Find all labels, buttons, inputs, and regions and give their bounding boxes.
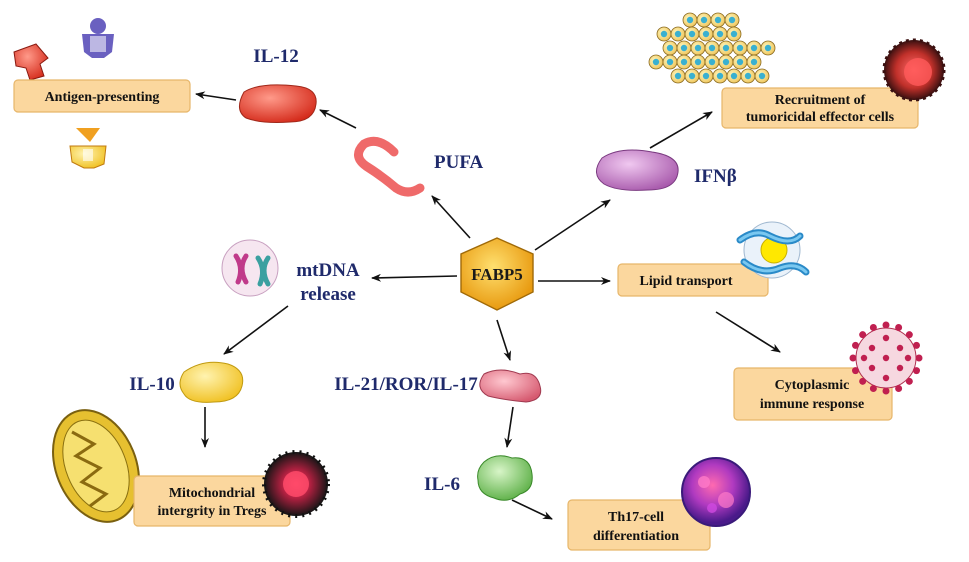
arrow-ifnb-to-recruitment xyxy=(649,111,713,149)
lipid-transport-text: Lipid transport xyxy=(640,274,733,289)
mtdna-chromosome-icon xyxy=(221,239,279,297)
ifnb-label: IFNβ xyxy=(694,166,737,187)
arrows xyxy=(195,91,781,520)
il6-label: IL-6 xyxy=(424,474,460,495)
fabp5-hexagon xyxy=(460,237,534,311)
cytoplasmic-text-line1: Cytoplasmic xyxy=(775,378,850,393)
arrow-il6-to-th17 xyxy=(511,499,553,520)
lipid-transport-box xyxy=(617,263,769,297)
pufa-label: PUFA xyxy=(434,152,484,173)
antigen-receptor-purple-icon xyxy=(82,18,114,58)
arrow-il21-to-il6 xyxy=(504,406,514,448)
arrow-mtdna-to-il10 xyxy=(223,305,289,355)
il21-cytokine-blob xyxy=(479,369,542,403)
il12-label: IL-12 xyxy=(253,46,298,67)
mtdna-label-line1: mtDNA xyxy=(296,260,360,281)
arrow-il12-to-antigen xyxy=(195,91,237,101)
treg-cell-icon xyxy=(262,450,330,518)
mtdna-label-line2: release xyxy=(300,284,356,305)
tumor-cell-red-icon xyxy=(882,38,946,102)
arrow-fabp5-to-il21 xyxy=(496,319,512,361)
effector-cell-cluster-icon xyxy=(648,12,776,84)
th17-cell-icon xyxy=(681,457,751,527)
lipid-binding-protein-icon xyxy=(736,221,810,279)
th17-text-line2: differentiation xyxy=(593,529,679,544)
il6-cytokine-blob xyxy=(477,455,533,501)
fabp5-label: FABP5 xyxy=(471,265,523,284)
cytoplasmic-box xyxy=(733,367,893,421)
ifnb-cytokine-blob xyxy=(596,149,679,191)
il21-label: IL-21/ROR/IL-17 xyxy=(334,374,478,395)
il12-cytokine-blob xyxy=(239,84,317,123)
mito-text-line1: Mitochondrial xyxy=(169,486,255,501)
arrow-fabp5-to-pufa xyxy=(431,195,471,239)
recruitment-text-line1: Recruitment of xyxy=(775,93,866,108)
antigen-presenting-text: Antigen-presenting xyxy=(45,90,160,105)
antigen-receptor-yellow-icon xyxy=(69,128,107,169)
th17-text-line1: Th17-cell xyxy=(608,510,664,525)
virus-particle-icon xyxy=(849,321,923,395)
pufa-chain-shape xyxy=(354,136,425,197)
antigen-presenting-box xyxy=(13,79,191,113)
recruitment-box xyxy=(721,87,919,129)
arrow-lipid-to-cytoplasmic xyxy=(715,311,781,353)
il10-label: IL-10 xyxy=(129,374,174,395)
mitochondria-icon xyxy=(52,409,140,523)
il10-cytokine-blob xyxy=(179,361,244,403)
arrow-fabp5-to-ifnb xyxy=(534,199,611,251)
mito-text-line2: intergrity in Tregs xyxy=(158,504,267,519)
antigen-receptor-red-icon xyxy=(13,43,49,81)
arrow-fabp5-to-mtdna xyxy=(371,273,458,282)
recruitment-text-line2: tumoricidal effector cells xyxy=(746,110,895,125)
arrow-pufa-to-il12 xyxy=(319,109,357,129)
cytoplasmic-text-line2: immune response xyxy=(760,397,864,412)
